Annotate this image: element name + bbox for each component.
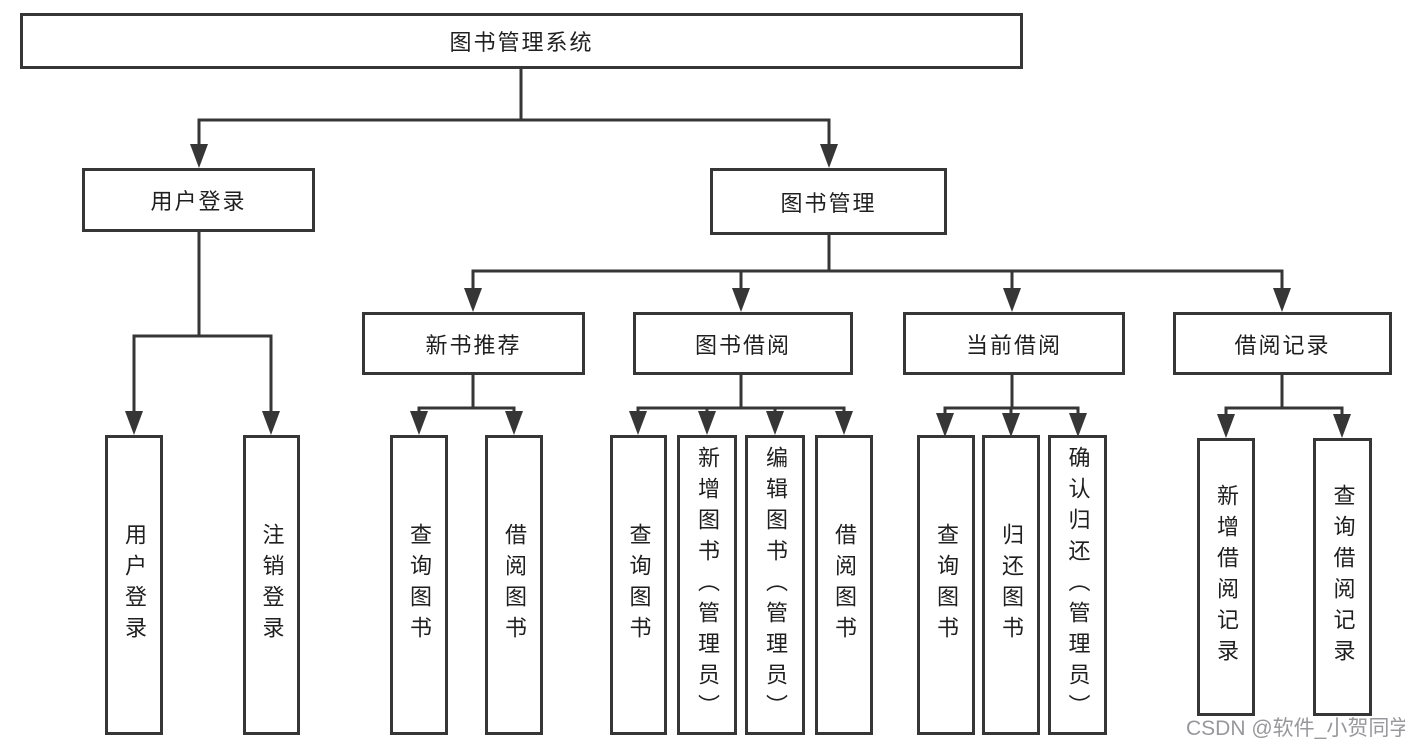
node-new-book-rec: 新书推荐 <box>362 312 585 375</box>
node-label: 当前借阅 <box>965 332 1062 358</box>
node-add-borrow-record: 新增借阅记录 <box>1197 438 1255 716</box>
node-label: 借阅记录 <box>1234 332 1331 358</box>
node-label: 新增图书（管理员） <box>695 445 720 725</box>
node-label: 确认归还（管理员） <box>1065 445 1091 725</box>
node-return-book: 归还图书 <box>982 435 1040 735</box>
node-label: 图书管理 <box>780 190 877 216</box>
node-label: 编辑图书（管理员） <box>763 445 788 725</box>
node-query-books-3: 查询图书 <box>917 435 975 735</box>
node-book-borrow: 图书借阅 <box>633 312 853 375</box>
node-edit-book: 编辑图书（管理员） <box>745 435 805 735</box>
node-borrow-books-1: 借阅图书 <box>485 435 543 735</box>
node-borrow-books-2: 借阅图书 <box>815 435 873 735</box>
node-borrow-records: 借阅记录 <box>1173 312 1392 375</box>
node-label: 注销登录 <box>259 523 285 647</box>
node-label: 用户登录 <box>150 189 247 214</box>
node-label: 用户登录 <box>122 523 147 647</box>
node-query-books-1: 查询图书 <box>390 435 448 735</box>
node-label: 查询图书 <box>626 523 652 647</box>
node-label: 新书推荐 <box>425 332 522 358</box>
node-label: 查询借阅记录 <box>1330 484 1356 670</box>
node-label: 新增借阅记录 <box>1214 484 1239 670</box>
node-label: 借阅图书 <box>502 523 527 647</box>
node-user-login-leaf: 用户登录 <box>105 435 163 735</box>
node-query-borrow-record: 查询借阅记录 <box>1313 438 1372 716</box>
node-label: 借阅图书 <box>832 523 857 647</box>
node-query-books-2: 查询图书 <box>610 435 667 735</box>
node-label: 归还图书 <box>999 523 1024 647</box>
node-label: 查询图书 <box>407 523 432 647</box>
node-label: 查询图书 <box>934 523 959 647</box>
node-user-login: 用户登录 <box>82 168 315 232</box>
watermark: CSDN @软件_小贺同学 <box>1186 717 1405 740</box>
node-label: 图书借阅 <box>694 332 791 358</box>
node-label: 图书管理系统 <box>449 30 594 55</box>
node-root: 图书管理系统 <box>20 13 1023 69</box>
node-add-book: 新增图书（管理员） <box>677 435 737 735</box>
node-confirm-return: 确认归还（管理员） <box>1048 435 1107 735</box>
node-current-borrow: 当前借阅 <box>903 312 1125 375</box>
node-logout: 注销登录 <box>243 435 300 735</box>
node-book-mgmt: 图书管理 <box>710 168 947 235</box>
